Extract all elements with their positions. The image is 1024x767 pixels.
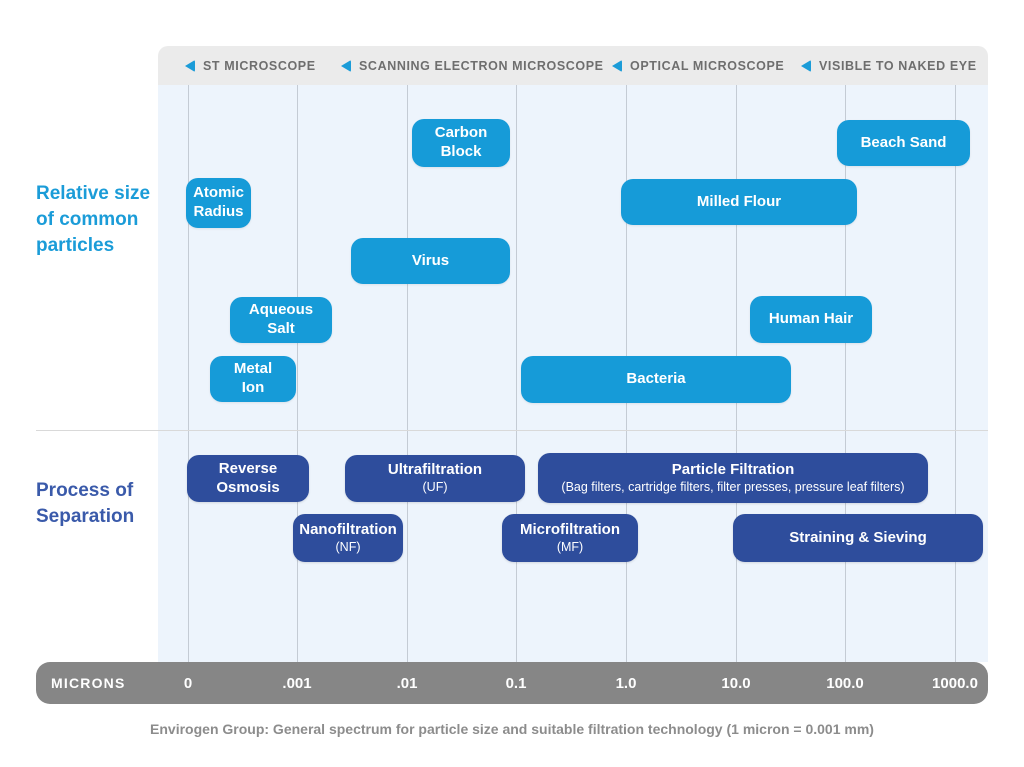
process-box-straining-sieving: Straining & Sieving: [733, 514, 983, 562]
microscope-scale-bar: ST MICROSCOPE SCANNING ELECTRON MICROSCO…: [158, 46, 988, 85]
scale-item-optical-microscope: OPTICAL MICROSCOPE: [612, 46, 784, 85]
process-box-particle-filtration: Particle Filtration (Bag filters, cartri…: [538, 453, 928, 503]
scale-item-label: SCANNING ELECTRON MICROSCOPE: [359, 58, 604, 73]
process-box-label: Straining & Sieving: [789, 528, 927, 546]
axis-tick: 1000.0: [932, 674, 978, 692]
axis-tick: 1.0: [615, 674, 637, 692]
scale-item-st-microscope: ST MICROSCOPE: [185, 46, 316, 85]
gridline: [297, 85, 298, 662]
microns-axis-bar: MICRONS 0 .001 .01 0.1 1.0 10.0 100.0 10…: [36, 662, 988, 704]
process-box-nanofiltration: Nanofiltration (NF): [293, 514, 403, 562]
gridline: [516, 85, 517, 662]
gridline: [845, 85, 846, 662]
gridline: [955, 85, 956, 662]
axis-tick: 100.0: [826, 674, 864, 692]
particle-box-virus: Virus: [351, 238, 510, 284]
scale-item-label: OPTICAL MICROSCOPE: [630, 58, 785, 73]
process-box-sublabel: (UF): [422, 480, 448, 495]
scale-item-label: VISIBLE TO NAKED EYE: [819, 58, 977, 73]
process-box-label: Microfiltration: [520, 520, 620, 538]
particle-box-atomic-radius: Atomic Radius: [186, 178, 251, 228]
particle-box-beach-sand: Beach Sand: [837, 120, 970, 166]
process-box-sublabel: (Bag filters, cartridge filters, filter …: [561, 479, 905, 494]
particle-box-aqueous-salt: Aqueous Salt: [230, 297, 332, 343]
axis-tick: .001: [282, 674, 312, 692]
arrow-left-icon: [341, 59, 351, 72]
axis-tick: .01: [396, 674, 418, 692]
relative-size-section-label: Relative size of common particles: [36, 183, 151, 257]
gridline: [407, 85, 408, 662]
scale-item-scanning-electron-microscope: SCANNING ELECTRON MICROSCOPE: [341, 46, 604, 85]
process-box-label: Reverse Osmosis: [216, 459, 280, 496]
particle-box-metal-ion: Metal Ion: [210, 356, 296, 402]
process-box-ultrafiltration: Ultrafiltration (UF): [345, 455, 525, 502]
particle-box-bacteria: Bacteria: [521, 356, 791, 403]
axis-tick: 10.0: [721, 674, 751, 692]
arrow-left-icon: [801, 59, 811, 72]
scale-item-visible-to-naked-eye: VISIBLE TO NAKED EYE: [801, 46, 977, 85]
process-box-label: Nanofiltration: [299, 520, 397, 538]
axis-title: MICRONS: [51, 675, 126, 691]
particle-box-human-hair: Human Hair: [750, 296, 872, 343]
process-box-reverse-osmosis: Reverse Osmosis: [187, 455, 309, 502]
axis-tick: 0.1: [505, 674, 527, 692]
section-divider: [36, 430, 988, 431]
process-of-separation-section-label: Process of Separation: [36, 480, 135, 528]
process-box-microfiltration: Microfiltration (MF): [502, 514, 638, 562]
particle-box-carbon-block: Carbon Block: [412, 119, 510, 167]
arrow-left-icon: [185, 59, 195, 72]
particle-box-milled-flour: Milled Flour: [621, 179, 857, 225]
process-box-sublabel: (NF): [335, 539, 361, 554]
scale-item-label: ST MICROSCOPE: [203, 58, 316, 73]
gridline: [188, 85, 189, 662]
process-box-label: Particle Filtration: [671, 460, 795, 478]
process-box-label: Ultrafiltration: [387, 461, 483, 479]
process-box-sublabel: (MF): [556, 539, 584, 554]
arrow-left-icon: [612, 59, 622, 72]
caption: Envirogen Group: General spectrum for pa…: [150, 721, 874, 737]
axis-tick: 0: [183, 674, 193, 692]
